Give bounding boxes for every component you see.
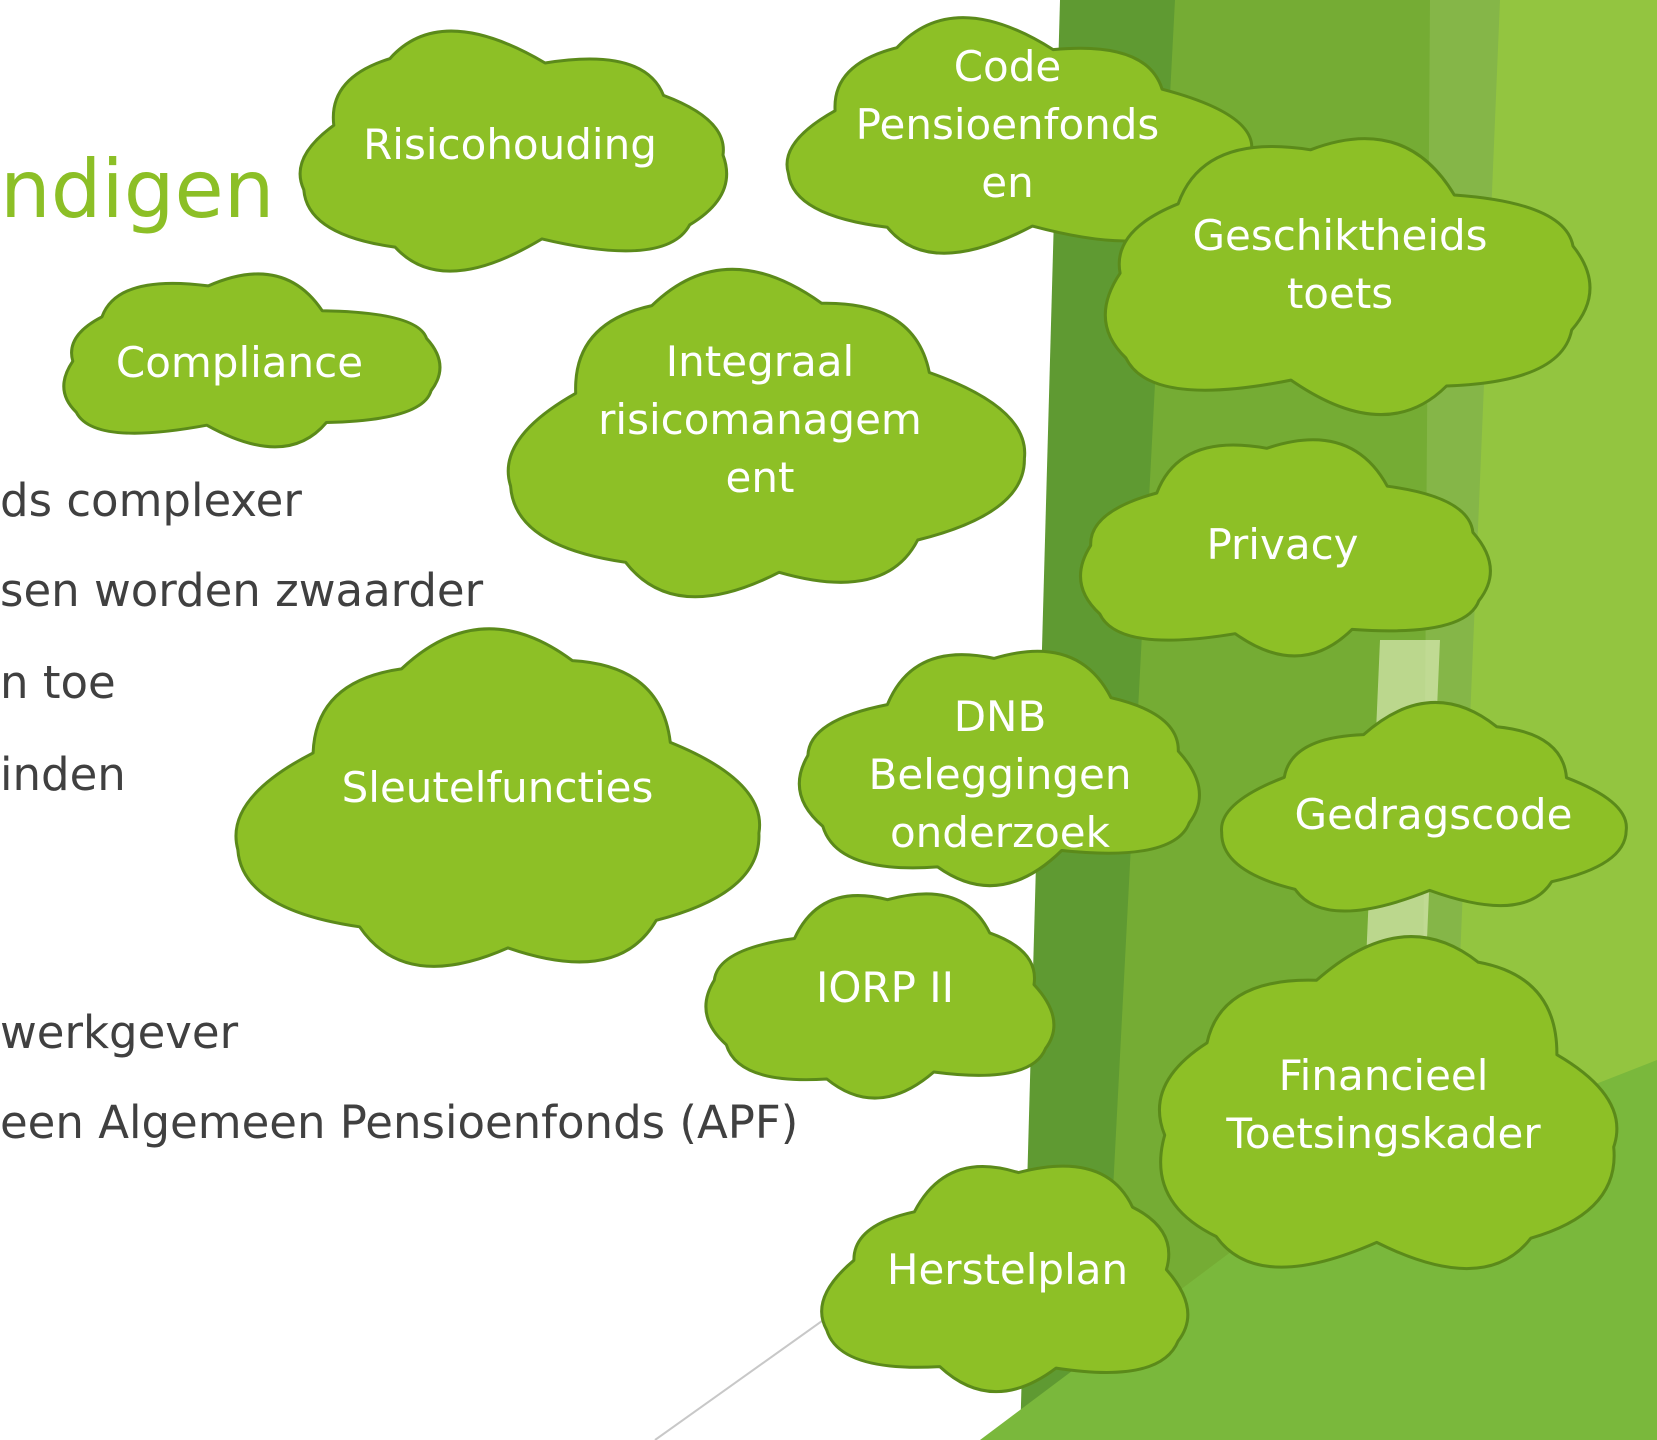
cloud-shape bbox=[1079, 438, 1492, 658]
cloud-compliance[interactable]: Compliance bbox=[12, 265, 467, 460]
bullet-text-1: ds complexer bbox=[0, 474, 302, 527]
cloud-geschiktheidstoets[interactable]: Geschiktheids toets bbox=[1055, 130, 1625, 430]
cloud-label: IORP II bbox=[815, 962, 955, 1012]
cloud-label: Risicohouding bbox=[363, 120, 657, 169]
cloud-outline bbox=[298, 29, 729, 273]
cloud-herstelplan[interactable]: Herstelplan bbox=[785, 1150, 1230, 1410]
cloud-dnb-beleggingen-onderzoek[interactable]: DNB Beleggingen onderzoek bbox=[765, 640, 1235, 900]
bullet-text-2: sen worden zwaarder bbox=[0, 564, 484, 617]
cloud-outline bbox=[704, 892, 1056, 1100]
cloud-shape bbox=[785, 16, 1254, 255]
cloud-iorp-ii[interactable]: IORP II bbox=[680, 880, 1090, 1115]
cloud-shape bbox=[506, 267, 1027, 599]
cloud-label: Compliance bbox=[115, 337, 364, 387]
cloud-outline bbox=[1103, 137, 1592, 417]
cloud-shape bbox=[298, 29, 729, 273]
cloud-label: Code Pensioenfonds en bbox=[855, 42, 1160, 207]
cloud-integraal-risicomanagement[interactable]: Integraal risicomanagem ent bbox=[475, 265, 1045, 625]
cloud-label: Privacy bbox=[1206, 520, 1359, 569]
cloud-outline bbox=[1220, 700, 1628, 913]
cloud-shape bbox=[1103, 137, 1592, 417]
cloud-label: Geschiktheids toets bbox=[1192, 211, 1488, 318]
cloud-label: Financieel Toetsingskader bbox=[1226, 1051, 1541, 1158]
cloud-outline bbox=[797, 649, 1201, 887]
cloud-outline bbox=[1079, 438, 1492, 658]
cloud-label: Herstelplan bbox=[886, 1245, 1129, 1294]
cloud-shape bbox=[1157, 935, 1619, 1271]
cloud-gedragscode[interactable]: Gedragscode bbox=[1200, 700, 1657, 930]
cloud-outline bbox=[62, 272, 442, 449]
cloud-label: Gedragscode bbox=[1294, 790, 1573, 839]
cloud-sleutelfuncties[interactable]: Sleutelfuncties bbox=[210, 625, 785, 1000]
bullet-text-6: een Algemeen Pensioenfonds (APF) bbox=[0, 1096, 799, 1149]
cloud-outline bbox=[234, 627, 762, 968]
bullet-text-3: n toe bbox=[0, 656, 116, 709]
cloud-label: Integraal risicomanagem ent bbox=[598, 337, 922, 502]
bullet-text-5: werkgever bbox=[0, 1006, 239, 1059]
cloud-shape bbox=[1220, 700, 1628, 913]
cloud-shape bbox=[234, 627, 762, 968]
cloud-risicohouding[interactable]: Risicohouding bbox=[250, 25, 770, 285]
cloud-shape bbox=[820, 1164, 1190, 1394]
bullet-text-4: inden bbox=[0, 748, 126, 801]
cloud-outline bbox=[506, 267, 1027, 599]
cloud-privacy[interactable]: Privacy bbox=[1040, 430, 1525, 680]
slide-title: ndigen bbox=[0, 143, 275, 236]
cloud-shape bbox=[797, 649, 1201, 887]
cloud-shape bbox=[704, 892, 1056, 1100]
cloud-label: Sleutelfuncties bbox=[341, 762, 654, 812]
cloud-label: DNB Beleggingen onderzoek bbox=[868, 692, 1132, 857]
cloud-shape bbox=[62, 272, 442, 449]
cloud-code-pensioenfondsen[interactable]: Code Pensioenfonds en bbox=[745, 15, 1270, 270]
cloud-outline bbox=[1157, 935, 1619, 1271]
cloud-outline bbox=[785, 16, 1254, 255]
cloud-financieel-toetsingskader[interactable]: Financieel Toetsingskader bbox=[1110, 930, 1657, 1300]
cloud-outline bbox=[820, 1164, 1190, 1394]
